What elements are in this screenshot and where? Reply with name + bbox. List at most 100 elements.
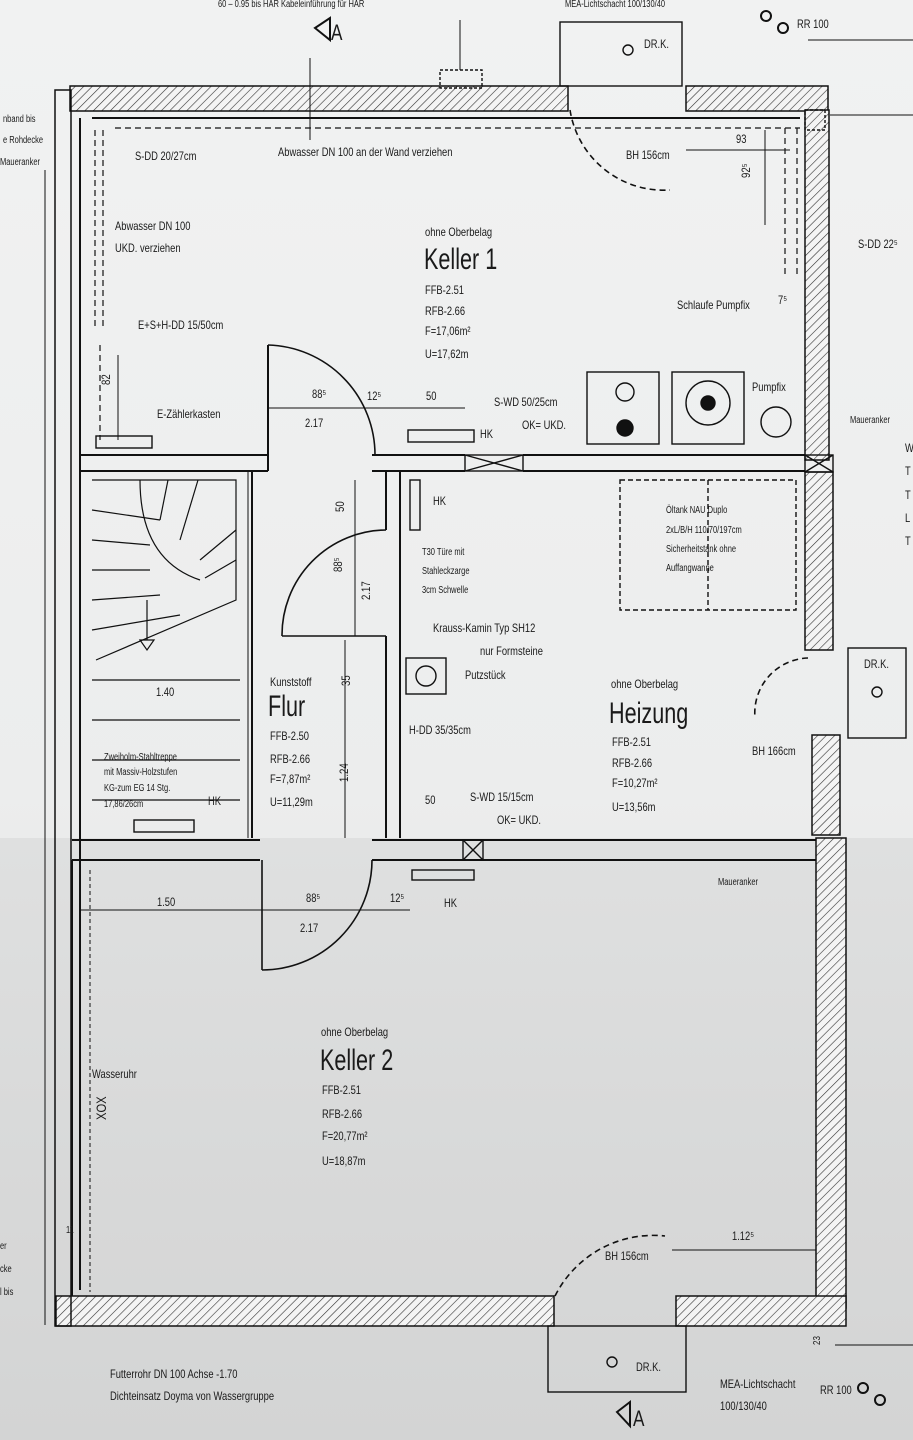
note-ezaehler: E-Zählerkasten	[157, 407, 221, 421]
bh-bottom: BH 156cm	[605, 1249, 649, 1263]
left-margin-bottom-3: l bis	[0, 1287, 14, 1298]
keller1-belag: ohne Oberbelag	[425, 225, 493, 239]
dim-50-top: 50	[426, 389, 437, 403]
keller2-u: U=18,87m	[322, 1154, 366, 1168]
mea-line-2: 100/130/40	[720, 1399, 767, 1413]
heizung-f: F=10,27m²	[612, 776, 658, 790]
keller1-u: U=17,62m	[425, 347, 469, 361]
dim-124: 1.24	[337, 763, 351, 782]
note-maueranker-1: Maueranker	[850, 415, 891, 426]
dim-35: 35	[339, 675, 353, 686]
left-margin-2: e Rohdecke	[3, 135, 44, 146]
dim-82: 82	[99, 374, 113, 385]
keller2-f: F=20,77m²	[322, 1129, 368, 1143]
dim-50-heiz: 50	[425, 793, 436, 807]
dim-217-flur: 2.17	[359, 581, 373, 600]
equipment	[95, 371, 797, 881]
rr-top: RR 100	[797, 17, 829, 31]
keller1-f: F=17,06m²	[425, 324, 471, 338]
mea-line-1: MEA-Lichtschacht	[720, 1377, 796, 1391]
staircase	[91, 479, 240, 801]
dim-140: 1.40	[156, 685, 175, 699]
dimension-lines	[44, 20, 913, 1346]
dim-12-top: 12⁵	[367, 389, 382, 403]
hk-heiz: HK	[433, 494, 447, 508]
note-abwasser-ukd-1: Abwasser DN 100	[115, 219, 191, 233]
oltank-line-3: Sicherheitstank ohne	[666, 544, 737, 555]
note-pumpfix: Pumpfix	[752, 380, 786, 394]
left-margin-3: Maueranker	[0, 157, 41, 168]
note-ok-ukd-heiz: OK= UKD.	[497, 813, 541, 827]
bh-top: BH 156cm	[626, 148, 670, 162]
heizung-rfb: RFB-2.66	[612, 756, 653, 770]
treppe-line-3: KG-zum EG 14 Stg.	[104, 783, 171, 794]
heizung-ffb: FFB-2.51	[612, 735, 652, 749]
dim-88-top: 88⁵	[312, 387, 327, 401]
note-swd-heiz: S-WD 15/15cm	[470, 790, 534, 804]
section-top-label: A	[331, 20, 343, 45]
dim-112: 1.12⁵	[732, 1229, 755, 1243]
keller1-rfb: RFB-2.66	[425, 304, 466, 318]
dim-7: 7⁵	[778, 293, 788, 307]
t30-line-3: 3cm Schwelle	[422, 585, 469, 596]
dim-92: 92⁵	[739, 163, 753, 178]
heizung-u: U=13,56m	[612, 800, 656, 814]
note-eshdd: E+S+H-DD 15/50cm	[138, 318, 224, 332]
dim-11: 11	[66, 1225, 74, 1236]
keller2-belag: ohne Oberbelag	[321, 1025, 389, 1039]
left-margin-1: nband bis	[3, 114, 36, 125]
wall-openings	[439, 69, 834, 861]
right-margin-3: T	[905, 488, 911, 502]
left-margin-bottom-2: cke	[0, 1264, 12, 1275]
keller1-ffb: FFB-2.51	[425, 283, 465, 297]
note-sdd-right: S-DD 22⁵	[858, 237, 898, 251]
keller1-name: Keller 1	[424, 243, 498, 276]
header-note: 60 – 0.95 bis HAR Kabeleinführung für HA…	[218, 0, 365, 10]
treppe-line-4: 17,86/26cm	[104, 799, 144, 810]
doors	[261, 109, 809, 1297]
t30-line-2: Stahleckzarge	[422, 566, 470, 577]
paper-fold-shadow	[0, 838, 913, 1440]
dim-12-k2: 12⁵	[390, 891, 405, 905]
kamin-line-1: Krauss-Kamin Typ SH12	[433, 621, 536, 635]
right-margin-5: T	[905, 534, 911, 548]
section-markers	[313, 10, 886, 1429]
futterrohr-line-2: Dichteinsatz Doyma von Wassergruppe	[110, 1389, 275, 1403]
note-putz: Putzstück	[465, 668, 506, 682]
header-right: MEA-Lichtschacht 100/130/40	[565, 0, 666, 10]
oltank-line-2: 2xL/B/H 110/70/197cm	[666, 525, 742, 536]
note-ok-ukd-top: OK= UKD.	[522, 418, 566, 432]
note-schlaufe: Schlaufe Pumpfix	[677, 298, 750, 312]
kamin-line-2: nur Formsteine	[480, 644, 543, 658]
dim-217-top: 2.17	[305, 416, 324, 430]
light-shafts	[547, 21, 907, 1393]
dr-k-bottom: DR.K.	[636, 1360, 661, 1374]
note-sdd-topleft: S-DD 20/27cm	[135, 149, 197, 163]
note-xox: XOX	[93, 1096, 109, 1120]
note-wasseruhr: Wasseruhr	[92, 1067, 137, 1081]
note-hdd: H-DD 35/35cm	[409, 723, 471, 737]
hk-k2: HK	[444, 896, 458, 910]
t30-line-1: T30 Türe mit	[422, 547, 465, 558]
hk-top: HK	[480, 427, 494, 441]
note-abwasser-wall: Abwasser DN 100 an der Wand verziehen	[278, 145, 453, 159]
dim-23-bottom: 23	[812, 1336, 823, 1345]
right-margin-4: L	[905, 511, 911, 525]
flur-u: U=11,29m	[270, 795, 313, 809]
heizung-belag: ohne Oberbelag	[611, 677, 679, 691]
dim-93: 93	[736, 132, 747, 146]
treppe-line-1: Zweiholm-Stahltreppe	[104, 752, 177, 763]
treppe-line-2: mit Massiv-Holzstufen	[104, 767, 178, 778]
oltank-line-1: Öltank NAU Duplo	[666, 505, 728, 516]
dim-217-k2: 2.17	[300, 921, 319, 935]
flur-rfb: RFB-2.66	[270, 752, 311, 766]
dim-88-k2: 88⁵	[306, 891, 321, 905]
note-swd-top: S-WD 50/25cm	[494, 395, 558, 409]
futterrohr-line-1: Futterrohr DN 100 Achse -1.70	[110, 1367, 238, 1381]
keller2-rfb: RFB-2.66	[322, 1107, 363, 1121]
hk-treppe: HK	[208, 794, 222, 808]
left-margin-bottom-1: er	[0, 1241, 7, 1252]
bh-right: BH 166cm	[752, 744, 796, 758]
heizung-name: Heizung	[609, 697, 689, 730]
